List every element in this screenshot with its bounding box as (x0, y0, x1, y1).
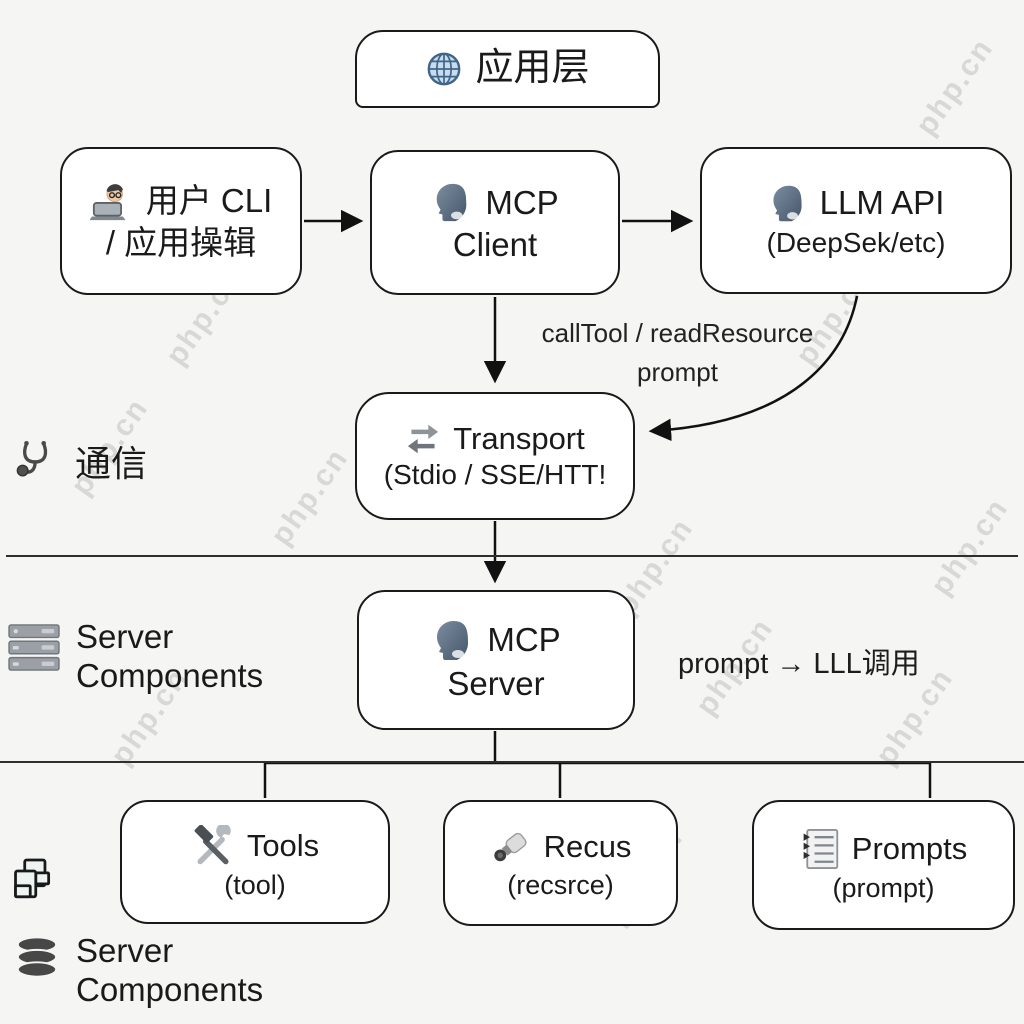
llm-api-box: LLM API (DeepSek/etc) (700, 147, 1012, 294)
mcp-server-box: MCP Server (357, 590, 635, 730)
tools-box: Tools (tool) (120, 800, 390, 924)
edge-label-calltool-line: callTool / readResource (541, 318, 814, 348)
resources-label-line2: (recsrce) (507, 869, 614, 900)
mcp-client-box: MCP Client (370, 150, 620, 295)
globe-icon (425, 50, 463, 88)
transport-box: Transport (Stdio / SSE/HTT! (355, 392, 635, 520)
left-right-arrows-icon (405, 423, 441, 455)
prompts-label-line1: Prompts (851, 830, 968, 866)
prompt-note: prompt → LLL调用 (678, 648, 920, 680)
app-layer-box: 应用层 (355, 30, 660, 108)
stacked-cards-icon (10, 858, 56, 908)
list-clipboard-icon (800, 828, 840, 870)
tools-label-line1: Tools (246, 827, 320, 863)
technologist-icon (89, 182, 134, 222)
server-components-mid-line1: Server (76, 618, 174, 655)
head-icon (768, 184, 808, 224)
resources-box: Recus (recsrce) (443, 800, 678, 926)
server-components-mid-group: Server Components (8, 618, 263, 696)
server-rack-icon (8, 624, 60, 672)
watermark: php.cn (909, 32, 1000, 142)
llm-api-label-line2: (DeepSek/etc) (766, 226, 946, 258)
watermark: php.cn (264, 442, 355, 552)
user-cli-label-line1: 用户 CLI (145, 182, 273, 220)
transport-label-line1: Transport (453, 421, 585, 457)
server-components-mid-line2: Components (76, 656, 264, 694)
mcp-client-label-line1: MCP (485, 183, 559, 221)
edge-label-prompt-line: prompt (637, 357, 718, 387)
stethoscope-icon (15, 439, 59, 483)
communication-label-group: 通信 (15, 435, 147, 487)
user-cli-label-line2: / 应用操辑 (105, 223, 257, 261)
mcp-server-label-line1: MCP (487, 621, 561, 659)
hammer-wrench-icon (191, 824, 235, 867)
tree-connector (263, 761, 932, 798)
transport-label-line2: (Stdio / SSE/HTT! (383, 458, 607, 490)
mcp-server-label-line2: Server (447, 664, 545, 702)
flashlight-icon (490, 827, 532, 867)
resources-label-line1: Recus (543, 828, 632, 864)
prompts-label-line2: (prompt) (832, 872, 935, 903)
communication-label: 通信 (75, 443, 148, 484)
prompts-box: Prompts (prompt) (752, 800, 1015, 930)
server-components-bottom-line2: Components (76, 970, 264, 1008)
server-components-bottom-group: Server Components (14, 932, 263, 1010)
tools-label-line2: (tool) (224, 869, 286, 900)
database-icon (14, 936, 60, 980)
edge-label-calltool: callTool / readResource prompt (505, 314, 850, 392)
mcp-client-label-line2: Client (452, 226, 538, 264)
server-components-bottom-line1: Server (76, 932, 174, 969)
head-icon (431, 182, 473, 224)
watermark: php.cn (924, 492, 1015, 602)
user-cli-box: 用户 CLI / 应用操辑 (60, 147, 302, 295)
app-layer-label: 应用层 (475, 47, 590, 90)
llm-api-label-line1: LLM API (819, 184, 945, 222)
head-icon (431, 619, 475, 663)
